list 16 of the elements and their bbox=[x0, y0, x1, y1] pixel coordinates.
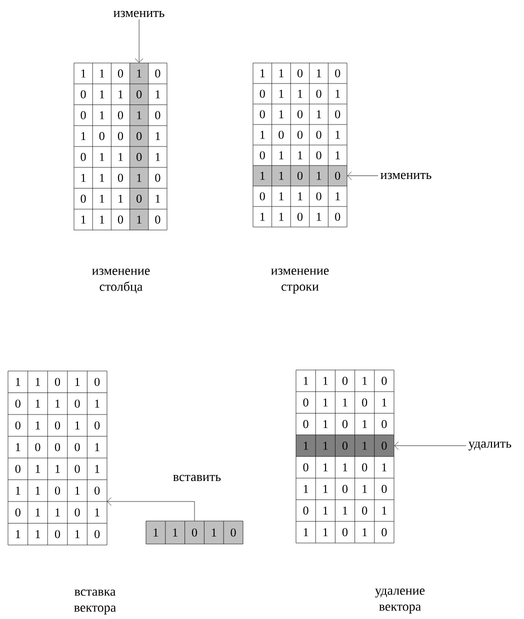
highlighted-column: 1 0 1 0 0 1 0 1 bbox=[130, 63, 148, 230]
vector-row: 1 1 0 1 0 bbox=[146, 520, 244, 544]
action-label: удалить bbox=[468, 442, 512, 450]
binary-matrix: 1 1 0 1 0 0 1 1 0 1 0 1 0 1 0 1 0 0 0 1 0 1 1 0 1 1 1 0 1 0 0 1 1 0 1 1 1 0 1 0 bbox=[8, 370, 108, 546]
node-label: вставка вектора bbox=[74, 590, 116, 614]
action-label: изменить bbox=[380, 172, 432, 180]
highlighted-row: 1 1 0 1 0 bbox=[296, 434, 394, 456]
arrow bbox=[394, 442, 466, 450]
arrow bbox=[347, 172, 378, 180]
arrow bbox=[107, 497, 195, 521]
node-label: удаление вектора bbox=[375, 588, 425, 614]
edge-label: вставить bbox=[173, 474, 221, 482]
arrow bbox=[134, 19, 144, 63]
node-label: изменение строки bbox=[271, 268, 329, 294]
action-label: изменить bbox=[114, 10, 164, 18]
node-label: изменение столбца bbox=[92, 268, 150, 294]
